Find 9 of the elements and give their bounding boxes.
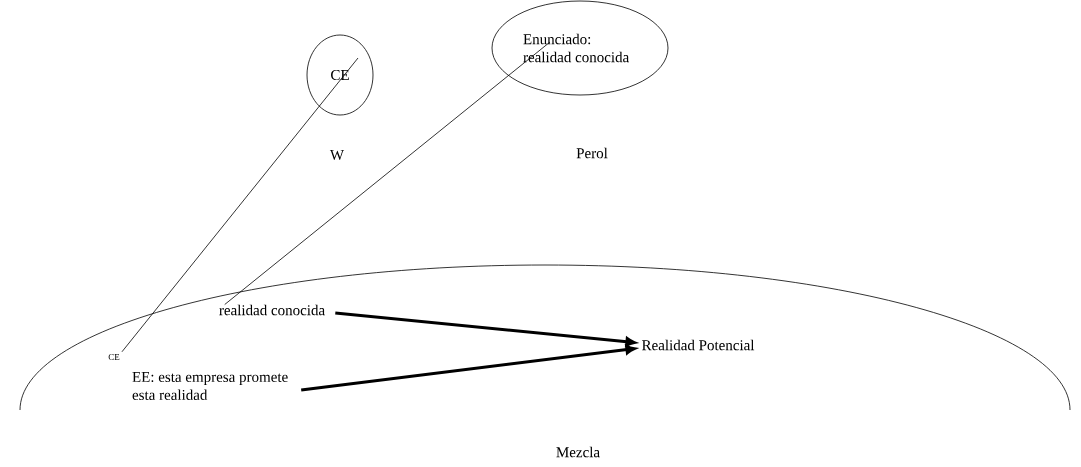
line: [121, 57, 359, 353]
text: Realidad Potencial: [642, 339, 755, 351]
text: CE: [108, 354, 120, 361]
arrow: [335, 311, 636, 347]
text: realidad conocida: [219, 304, 325, 316]
text: EE: esta empresa promete esta realidad: [132, 372, 288, 400]
line: [224, 41, 551, 305]
label: W: [329, 150, 345, 160]
label: Perol: [576, 147, 608, 159]
